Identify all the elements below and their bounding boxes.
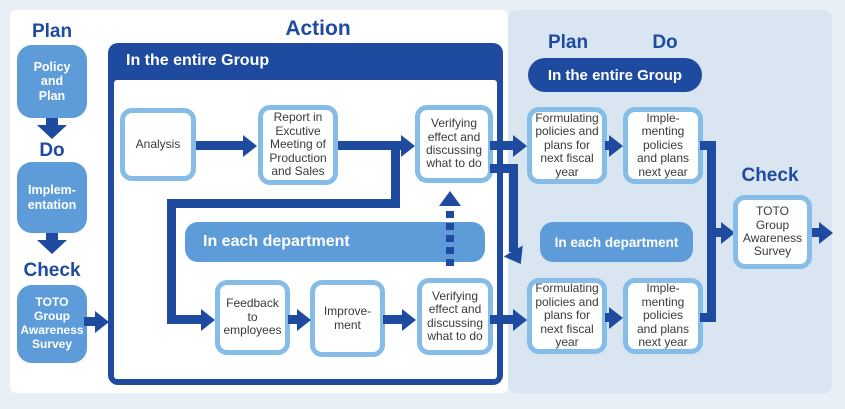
connector-left-vertical (167, 199, 176, 324)
arrowhead-verify-to-formulating-bottom (513, 309, 527, 331)
do-heading-left: Do (39, 140, 65, 161)
dept-bar-right-label: In each department (554, 234, 679, 250)
implementing-top-box: Imple- menting policies and plans next y… (623, 107, 703, 184)
arrowhead-survey-out (819, 222, 833, 244)
arrowhead-analysis-to-report (243, 135, 257, 157)
toto-survey-box-right: TOTO Group Awareness Survey (733, 195, 812, 269)
connector-to-survey-right (714, 228, 722, 237)
connector-verify-branch (490, 164, 518, 173)
connector-feedback-to-improvement (288, 315, 298, 324)
formulating-bottom-box: Formulating policies and plans for next … (527, 278, 607, 354)
entire-group-bar-right: In the entire Group (528, 58, 702, 92)
improvement-label: Improve- ment (323, 304, 372, 332)
toto-survey-label-right: TOTO Group Awareness Survey (742, 204, 803, 259)
connector-formulating-to-implementing-top (605, 141, 611, 150)
implementation-label: Implem- entation (27, 183, 77, 212)
down-arrowhead-do-to-check (37, 240, 67, 254)
connector-branch-vertical (509, 164, 518, 252)
plan-heading-right: Plan (547, 32, 589, 53)
down-arrow-do-to-check (46, 233, 58, 241)
feedback-label: Feedback to employees (223, 296, 282, 338)
improvement-box: Improve- ment (310, 280, 385, 357)
connector-drop-line (391, 142, 400, 208)
policy-and-plan-label: Policy and Plan (33, 59, 71, 103)
implementation-box: Implem- entation (17, 162, 87, 233)
verify-top-box: Verifying effect and discussing what to … (415, 105, 493, 183)
connector-to-feedback (176, 315, 202, 324)
formulating-bottom-label: Formulating policies and plans for next … (535, 281, 599, 350)
connector-mid-horizontal (167, 199, 400, 208)
check-heading-left: Check (23, 260, 81, 281)
arrowhead-to-feedback (201, 309, 215, 331)
verify-bottom-box: Verifying effect and discussing what to … (417, 278, 493, 355)
arrowhead-improvement-to-verify (402, 309, 416, 331)
connector-survey-to-action (84, 317, 96, 326)
arrowhead-report-to-verify (401, 135, 415, 157)
connector-verify-to-formulating-bottom (490, 315, 514, 324)
arrowhead-feedback-to-improvement (297, 309, 311, 331)
entire-group-bar-action: In the entire Group (126, 52, 270, 69)
entire-group-bar-right-label: In the entire Group (547, 66, 683, 84)
down-arrow-plan-to-do (46, 118, 58, 126)
dept-bar-right: In each department (540, 222, 693, 262)
verify-top-label: Verifying effect and discussing what to … (425, 116, 483, 171)
connector-report-to-verify (338, 141, 402, 150)
connector-implementing-bottom-elbow (700, 313, 716, 322)
arrowhead-survey-to-action (95, 311, 109, 333)
analysis-box: Analysis (120, 108, 196, 181)
down-arrowhead-plan-to-do (37, 125, 67, 139)
action-heading: Action (285, 17, 351, 40)
feedback-box: Feedback to employees (215, 280, 290, 355)
arrowhead-to-survey-right (721, 222, 735, 244)
arrowhead-formulating-to-implementing-bottom (609, 307, 623, 329)
formulating-top-box: Formulating policies and plans for next … (527, 107, 607, 184)
connector-improvement-to-verify (383, 315, 403, 324)
verify-bottom-label: Verifying effect and discussing what to … (426, 288, 484, 343)
connector-verify-to-formulating-top (490, 141, 514, 150)
arrowhead-verify-to-formulating-top (513, 135, 527, 157)
formulating-top-label: Formulating policies and plans for next … (535, 110, 599, 179)
plan-heading-left: Plan (31, 21, 73, 42)
implementing-bottom-label: Imple- menting policies and plans next y… (636, 281, 690, 350)
toto-survey-box-left: TOTO Group Awareness Survey (17, 285, 87, 363)
report-label: Report in Excutive Meeting of Production… (269, 110, 327, 179)
report-box: Report in Excutive Meeting of Production… (258, 105, 338, 185)
dept-bar-action-label: In each department (203, 233, 350, 250)
implementing-top-label: Imple- menting policies and plans next y… (636, 110, 690, 179)
connector-right-vertical (707, 141, 716, 322)
connector-analysis-to-report (196, 141, 244, 150)
analysis-label: Analysis (135, 136, 181, 151)
connector-survey-out (812, 228, 820, 237)
do-heading-right: Do (652, 32, 678, 53)
arrowhead-dashed-up (439, 191, 461, 206)
connector-formulating-to-implementing-bottom (605, 313, 611, 322)
dashed-connector-verify-bottom-to-top (446, 211, 454, 271)
dept-bar-action: In each department (185, 222, 485, 262)
implementing-bottom-box: Imple- menting policies and plans next y… (623, 278, 703, 354)
check-heading-right: Check (741, 165, 799, 186)
toto-survey-label-left: TOTO Group Awareness Survey (20, 295, 84, 351)
policy-and-plan-box: Policy and Plan (17, 45, 87, 118)
arrowhead-formulating-to-implementing-top (609, 135, 623, 157)
